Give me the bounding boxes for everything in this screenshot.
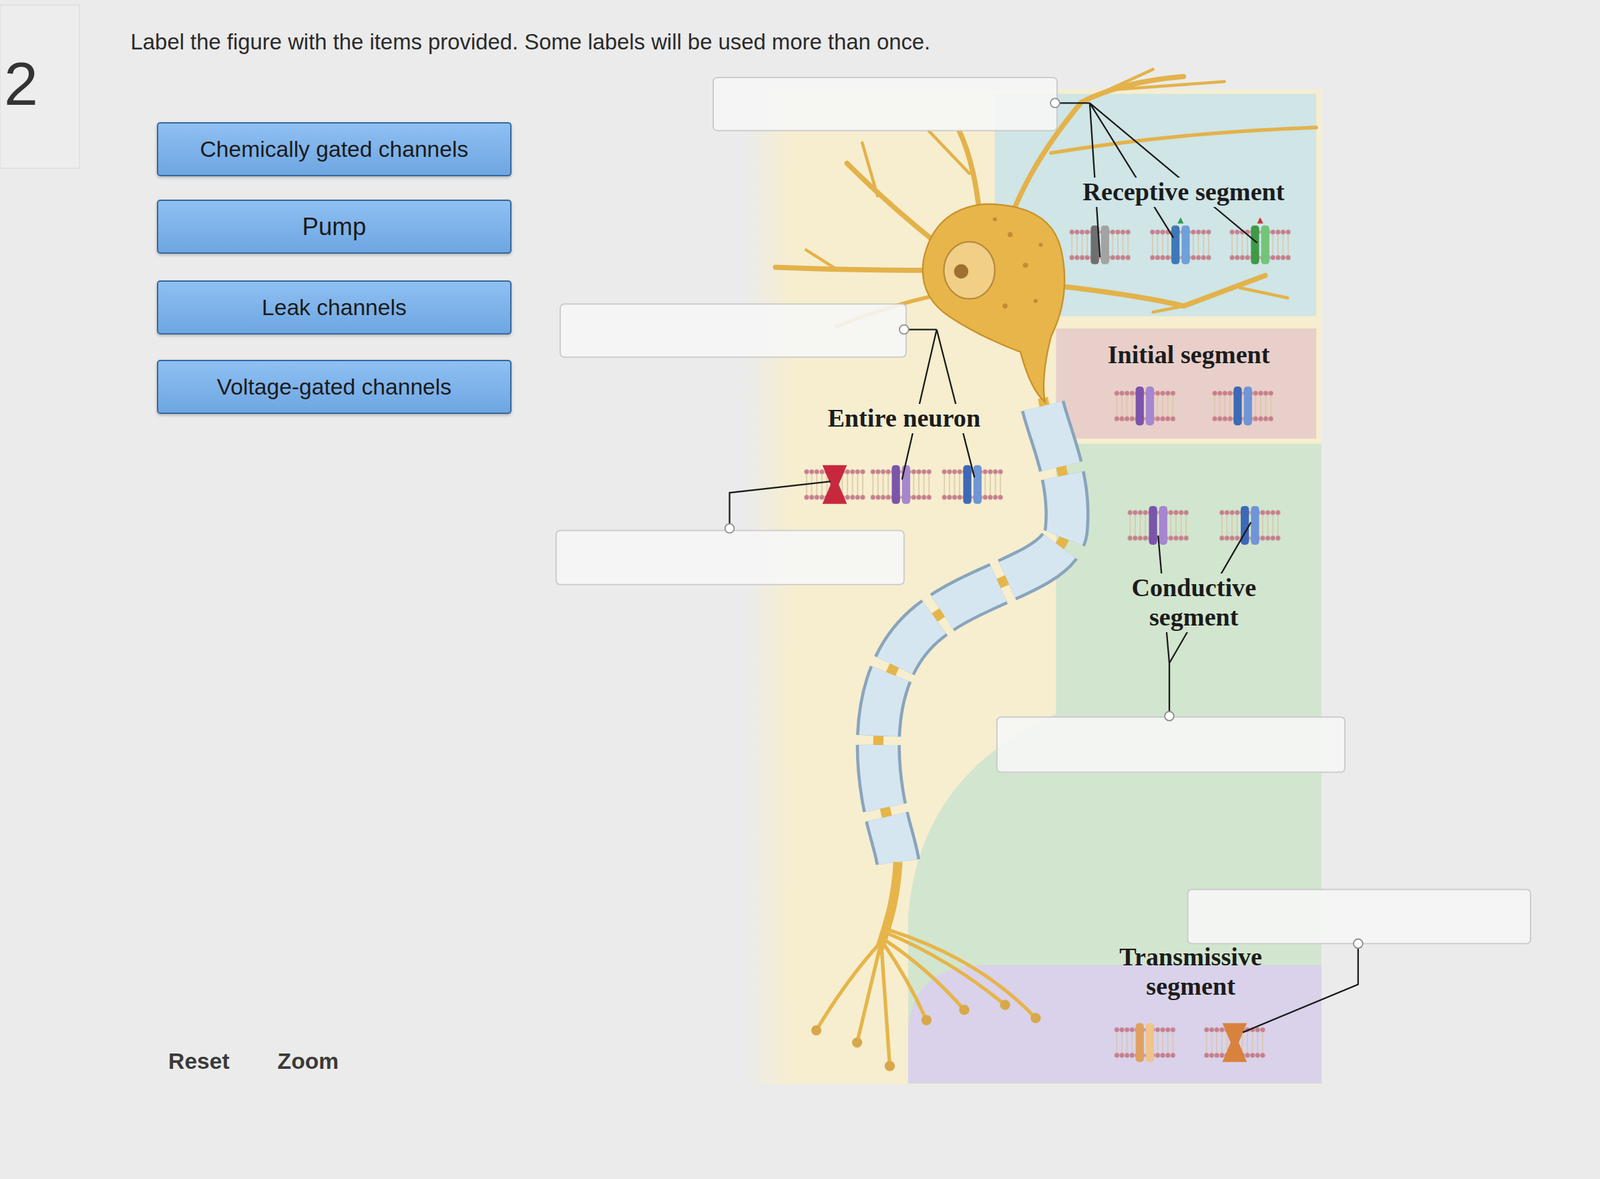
region-band: Transmissive segment (908, 940, 1322, 1084)
anchor-dots (725, 98, 1363, 949)
segment-name: Entire neuron (824, 404, 983, 434)
segment-name: Initial segment (1105, 340, 1273, 370)
band-text-wrap: Conductive segment (1107, 573, 1281, 633)
instruction-title: Label the figure with the items provided… (130, 29, 1356, 55)
button-text: Voltage-gated channels (217, 374, 452, 400)
label-button: Voltage-gated channels (156, 359, 511, 415)
empty-drop-boxes (556, 77, 1531, 944)
label-button: Chemically gated channels (156, 122, 511, 177)
control-label: Reset (168, 1049, 230, 1075)
question-number: 2 (4, 48, 39, 119)
label-wrap: 2 (4, 48, 39, 119)
region-band: Receptive segment (994, 94, 1317, 317)
band-text-wrap: Initial segment (1061, 340, 1317, 370)
title-wrap: Label the figure with the items provided… (130, 29, 1356, 55)
segment-name: Transmissive segment (1097, 942, 1285, 1002)
question-panel (0, 5, 80, 169)
region-band: Initial segment (1055, 328, 1317, 439)
region-band: Entire neuron (785, 402, 1023, 513)
cell-body (922, 204, 1065, 403)
region-band: Conductive segment (1055, 444, 1321, 939)
label-wrap: Reset (168, 1049, 230, 1075)
label-button: Leak channels (156, 280, 511, 335)
button-text: Leak channels (261, 295, 407, 321)
button-text: Pump (302, 213, 367, 242)
label-button: Pump (156, 199, 511, 254)
segment-name: Receptive segment (1079, 177, 1287, 208)
segment-name: Conductive segment (1107, 573, 1281, 633)
band-text-wrap: Entire neuron (785, 404, 1023, 434)
label-wrap: Zoom (277, 1049, 339, 1075)
band-text-wrap: Receptive segment (1051, 177, 1317, 208)
button-text: Chemically gated channels (200, 136, 469, 163)
band-text-wrap: Transmissive segment (1097, 942, 1285, 1002)
control-label: Zoom (277, 1049, 339, 1075)
